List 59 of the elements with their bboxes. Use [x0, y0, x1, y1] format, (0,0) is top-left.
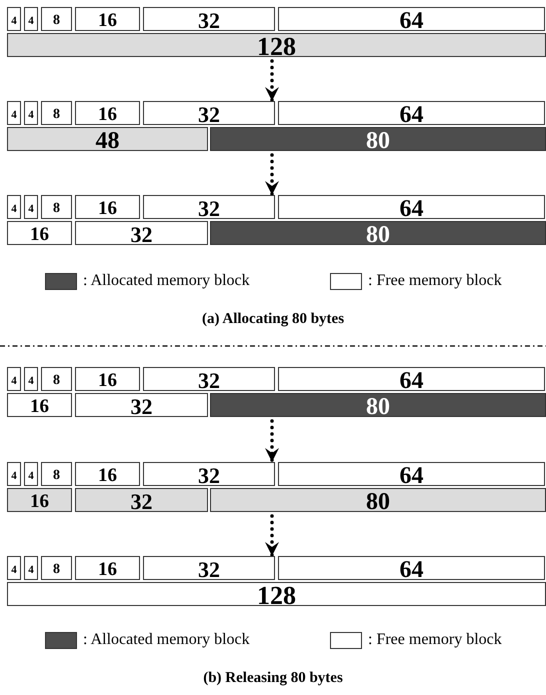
memory-block: 128 — [7, 582, 546, 606]
memory-block: 4 — [24, 7, 38, 31]
memory-block: 16 — [75, 556, 140, 580]
dotted-arrow — [265, 514, 279, 558]
legend-text: : Allocated memory block — [83, 631, 250, 649]
memory-block: 4 — [7, 556, 21, 580]
memory-block: 4 — [7, 7, 21, 31]
memory-block: 80 — [210, 488, 546, 512]
memory-block: 32 — [143, 556, 275, 580]
memory-block: 16 — [75, 462, 140, 486]
dotted-arrow — [265, 419, 279, 464]
legend-text: : Allocated memory block — [83, 272, 250, 290]
memory-block: 4 — [7, 195, 21, 219]
memory-block: 4 — [24, 101, 38, 125]
legend-text: : Free memory block — [368, 631, 502, 649]
figure-caption: (a) Allocating 80 bytes — [202, 311, 344, 327]
memory-block: 64 — [278, 556, 545, 580]
memory-block: 80 — [210, 393, 546, 417]
memory-block: 16 — [75, 367, 140, 391]
memory-block: 4 — [24, 462, 38, 486]
memory-block: 16 — [7, 488, 72, 512]
figure-caption: (b) Releasing 80 bytes — [203, 670, 343, 686]
memory-block: 8 — [41, 462, 72, 486]
memory-block: 4 — [7, 367, 21, 391]
legend-text: : Free memory block — [368, 272, 502, 290]
memory-block: 64 — [278, 367, 545, 391]
memory-block: 64 — [278, 7, 545, 31]
memory-block: 8 — [41, 101, 72, 125]
memory-block: 8 — [41, 195, 72, 219]
dotted-arrow — [265, 153, 279, 197]
memory-block: 32 — [143, 7, 275, 31]
memory-block: 80 — [210, 221, 546, 245]
memory-block: 16 — [7, 393, 72, 417]
memory-block: 32 — [143, 462, 275, 486]
memory-block: 32 — [75, 393, 208, 417]
memory-block: 4 — [24, 556, 38, 580]
memory-block: 32 — [143, 367, 275, 391]
memory-block: 8 — [41, 556, 72, 580]
memory-block: 128 — [7, 33, 546, 57]
memory-block: 32 — [143, 195, 275, 219]
memory-block: 16 — [7, 221, 72, 245]
memory-block: 8 — [41, 7, 72, 31]
dotted-arrow — [265, 59, 279, 103]
memory-block: 4 — [24, 367, 38, 391]
memory-block: 64 — [278, 462, 545, 486]
memory-block: 4 — [24, 195, 38, 219]
memory-block: 32 — [75, 221, 208, 245]
memory-block: 16 — [75, 101, 140, 125]
memory-block: 4 — [7, 462, 21, 486]
memory-block: 8 — [41, 367, 72, 391]
memory-block: 64 — [278, 101, 545, 125]
memory-block: 32 — [75, 488, 208, 512]
memory-block: 4 — [7, 101, 21, 125]
memory-block: 16 — [75, 7, 140, 31]
memory-block: 16 — [75, 195, 140, 219]
memory-block: 48 — [7, 127, 208, 151]
memory-block: 32 — [143, 101, 275, 125]
memory-block: 64 — [278, 195, 545, 219]
memory-block: 80 — [210, 127, 546, 151]
